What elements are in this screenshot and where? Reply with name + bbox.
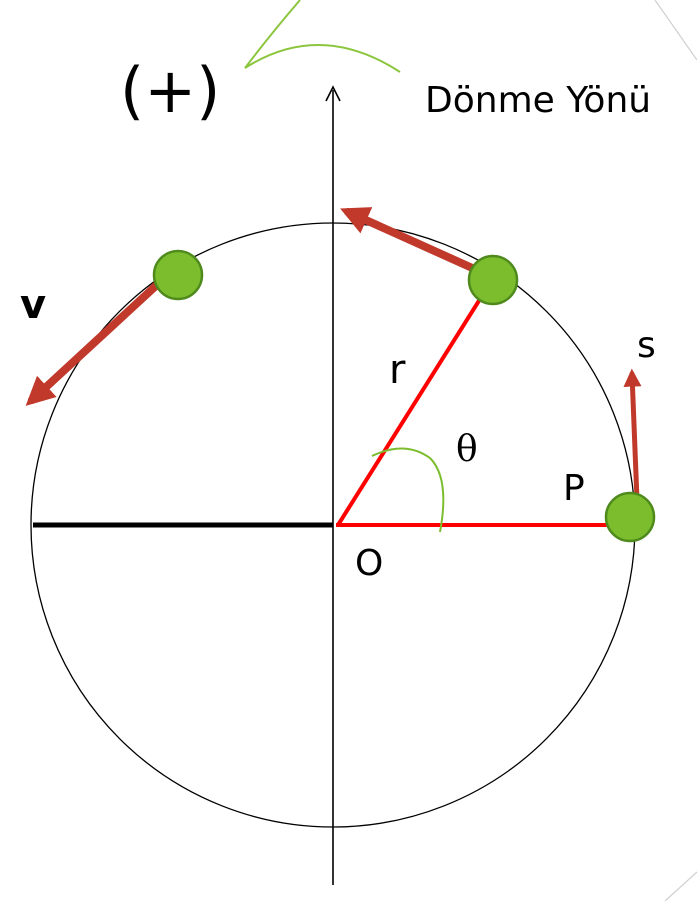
particle-p	[604, 491, 656, 543]
origin-label: O	[355, 543, 383, 584]
displacement-arrow-s	[623, 368, 642, 503]
displacement-label: s	[637, 325, 656, 366]
vertical-axis-arrowhead	[325, 85, 341, 102]
slide-edge-line-bottom	[664, 871, 697, 901]
particle-top	[467, 254, 519, 306]
velocity-arrow-top	[340, 207, 494, 280]
slide-edge-line	[654, 0, 697, 61]
point-p-label: P	[563, 468, 585, 509]
radius-label: r	[389, 347, 406, 393]
radius-r-line	[336, 278, 494, 527]
direction-sign-label: (+)	[120, 54, 220, 127]
particle-left	[152, 249, 204, 301]
angle-label: θ	[456, 429, 478, 470]
velocity-label: v	[20, 282, 46, 328]
velocity-arrow-left	[25, 278, 164, 406]
angle-theta-arc	[371, 447, 445, 533]
direction-text-label: Dönme Yönü	[425, 80, 651, 121]
rotation-direction-hint	[244, 0, 401, 73]
